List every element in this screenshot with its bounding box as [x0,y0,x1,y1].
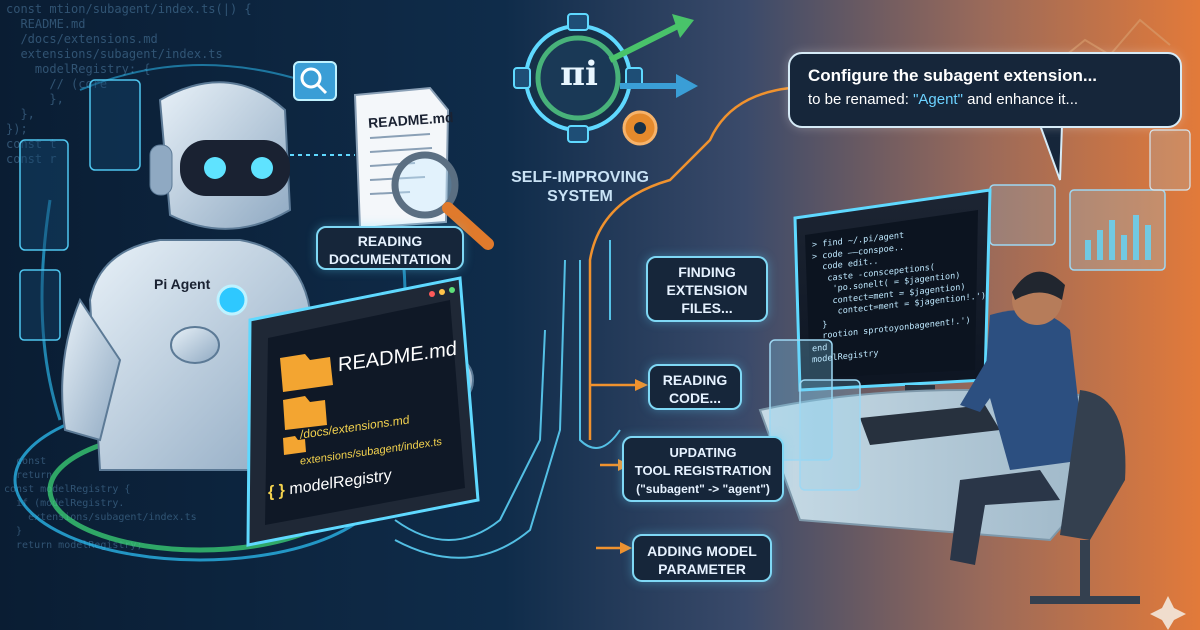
reading-documentation-label: READING DOCUMENTATION [316,226,464,270]
logo-symbol: πi [560,54,598,94]
step-line: TOOL REGISTRATION [634,463,772,478]
background-code-line: const r [6,152,252,167]
speech-text: to be renamed: [808,91,914,108]
step-reading-code: READING CODE... [648,364,742,410]
label-line: READING [357,233,423,249]
step-line: EXTENSION [666,282,748,298]
background-code-line: return [4,470,53,481]
document-page [353,86,494,250]
sparkle-icon [1150,596,1186,630]
person-at-desk [950,271,1140,604]
gear-logo-icon [513,13,698,146]
braces-icon: { } [268,481,285,502]
background-code-line: }, [6,92,64,106]
step-line: PARAMETER [658,561,746,577]
background-code-line: extensions/subagent/index.ts [4,512,197,523]
tablet-device [246,276,480,547]
step-line: UPDATING [669,445,737,460]
step-line: FINDING [678,264,736,280]
search-icon [293,61,337,101]
desktop-monitor [793,188,992,430]
robot-badge: Pi Agent [154,276,211,292]
step-line: ("subagent" -> "agent") [636,482,770,496]
background-code-line: }); [6,122,28,136]
tablet-item-readme: README.md [338,337,457,377]
background-code-line: } [4,526,23,537]
background-code-line: README.md [6,17,86,31]
label-line: DOCUMENTATION [328,251,452,267]
folder-icon [280,354,333,392]
background-code-line: const modelRegistry { [4,484,131,495]
step-line: CODE... [668,390,722,406]
logo-title-line: SELF-IMPROVING [511,169,649,186]
step-line: ADDING MODEL [647,543,757,559]
logo-title: SELF-IMPROVING SYSTEM [510,168,650,206]
step-adding-parameter: ADDING MODEL PARAMETER [632,534,772,582]
folder-icon [283,436,306,455]
background-code-line: return modelRegistry; [4,540,143,551]
speech-quoted: "Agent" [913,91,963,108]
monitor-terminal-code: > find ~/.pi/agent> code ——conspoe.. cod… [812,224,986,367]
step-updating-registration: UPDATING TOOL REGISTRATION ("subagent" -… [622,436,784,502]
speech-bubble: Configure the subagent extension... to b… [788,52,1182,128]
step-finding-files: FINDING EXTENSION FILES... [646,256,768,322]
background-code-line: modelRegistry: { [6,62,151,76]
background-code-line: /docs/extensions.md [6,32,158,46]
folder-icon [283,396,327,430]
step-line: READING [662,372,728,388]
background-code-line: const [4,456,47,467]
background-code-top-left: const mtion/subagent/index.ts(|) { READM… [6,2,252,167]
speech-line-2: to be renamed: "Agent" and enhance it... [808,91,1162,108]
background-code-line: extensions/subagent/index.ts [6,47,223,61]
background-code-line: }, [6,107,35,121]
logo-title-line: SYSTEM [547,188,613,205]
tablet-file-list: README.md /docs/extensions.md extensions… [268,324,480,525]
speech-line-1: Configure the subagent extension... [808,66,1098,85]
speech-text: and enhance it... [962,91,1079,108]
step-line: FILES... [681,300,733,316]
keyboard [860,405,1000,445]
background-code-line: const mtion/subagent/index.ts(|) { [6,2,252,16]
